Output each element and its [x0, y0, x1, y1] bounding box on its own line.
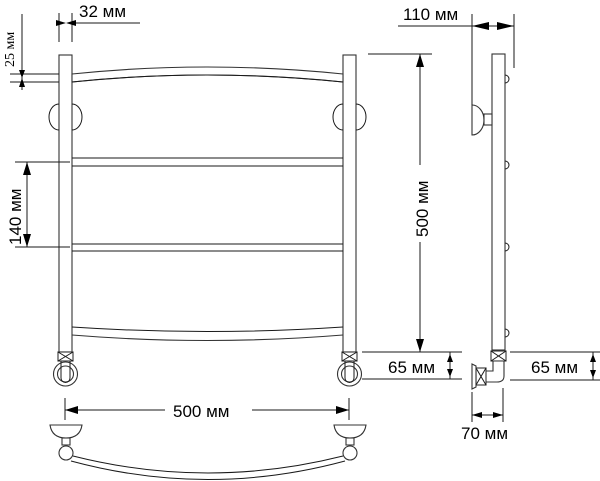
dim-label-65-front: 65 мм	[388, 358, 435, 377]
right-bottom-fitting	[336, 351, 363, 387]
elbow-fitting	[484, 360, 505, 383]
dim-bar-spacing: 140 мм	[6, 161, 70, 248]
left-bracket-inner	[71, 103, 83, 131]
top-curved-bar	[71, 66, 344, 83]
rung-nub	[504, 74, 510, 84]
curved-bar-inner	[70, 460, 346, 480]
left-bracket-outer	[48, 103, 60, 131]
side-wall-bracket	[471, 104, 485, 136]
dim-label-500-width: 500 мм	[173, 402, 229, 421]
right-bracket-inner	[332, 103, 344, 131]
dim-bottom-connection-front: 65 мм	[362, 351, 462, 380]
dim-pipe-width: 32 мм	[56, 2, 140, 42]
rung-nub	[504, 242, 510, 252]
dim-label-140: 140 мм	[6, 189, 25, 245]
dim-top-offset: 25 мм	[3, 14, 59, 90]
right-wall-flange	[333, 424, 367, 439]
side-wall-plate	[471, 363, 477, 390]
dim-connection-depth: 70 мм	[461, 388, 508, 443]
rung-nub	[504, 160, 510, 170]
right-riser-pipe	[342, 54, 357, 353]
dim-label-500-height: 500 мм	[413, 181, 432, 237]
dim-depth: 110 мм	[398, 5, 515, 105]
dim-bottom-connection-side: 65 мм	[510, 351, 600, 381]
right-bracket-outer	[355, 103, 367, 131]
curved-bar-outer	[72, 455, 344, 474]
rung-nub	[504, 328, 510, 338]
dim-width: 500 мм	[64, 398, 350, 421]
side-view	[471, 53, 510, 390]
bottom-curved-bar	[71, 334, 344, 342]
side-riser-pipe	[491, 53, 506, 351]
top-view	[49, 424, 367, 480]
dim-label-110: 110 мм	[403, 5, 458, 24]
dim-label-32: 32 мм	[79, 2, 126, 21]
front-view	[48, 54, 367, 387]
dim-label-65-side: 65 мм	[531, 358, 578, 377]
left-bottom-fitting	[52, 351, 79, 387]
dim-label-25: 25 мм	[3, 32, 18, 67]
left-riser-pipe	[58, 54, 73, 353]
dim-label-70: 70 мм	[461, 424, 508, 443]
left-wall-flange	[49, 424, 83, 439]
dim-height: 500 мм	[368, 53, 432, 352]
